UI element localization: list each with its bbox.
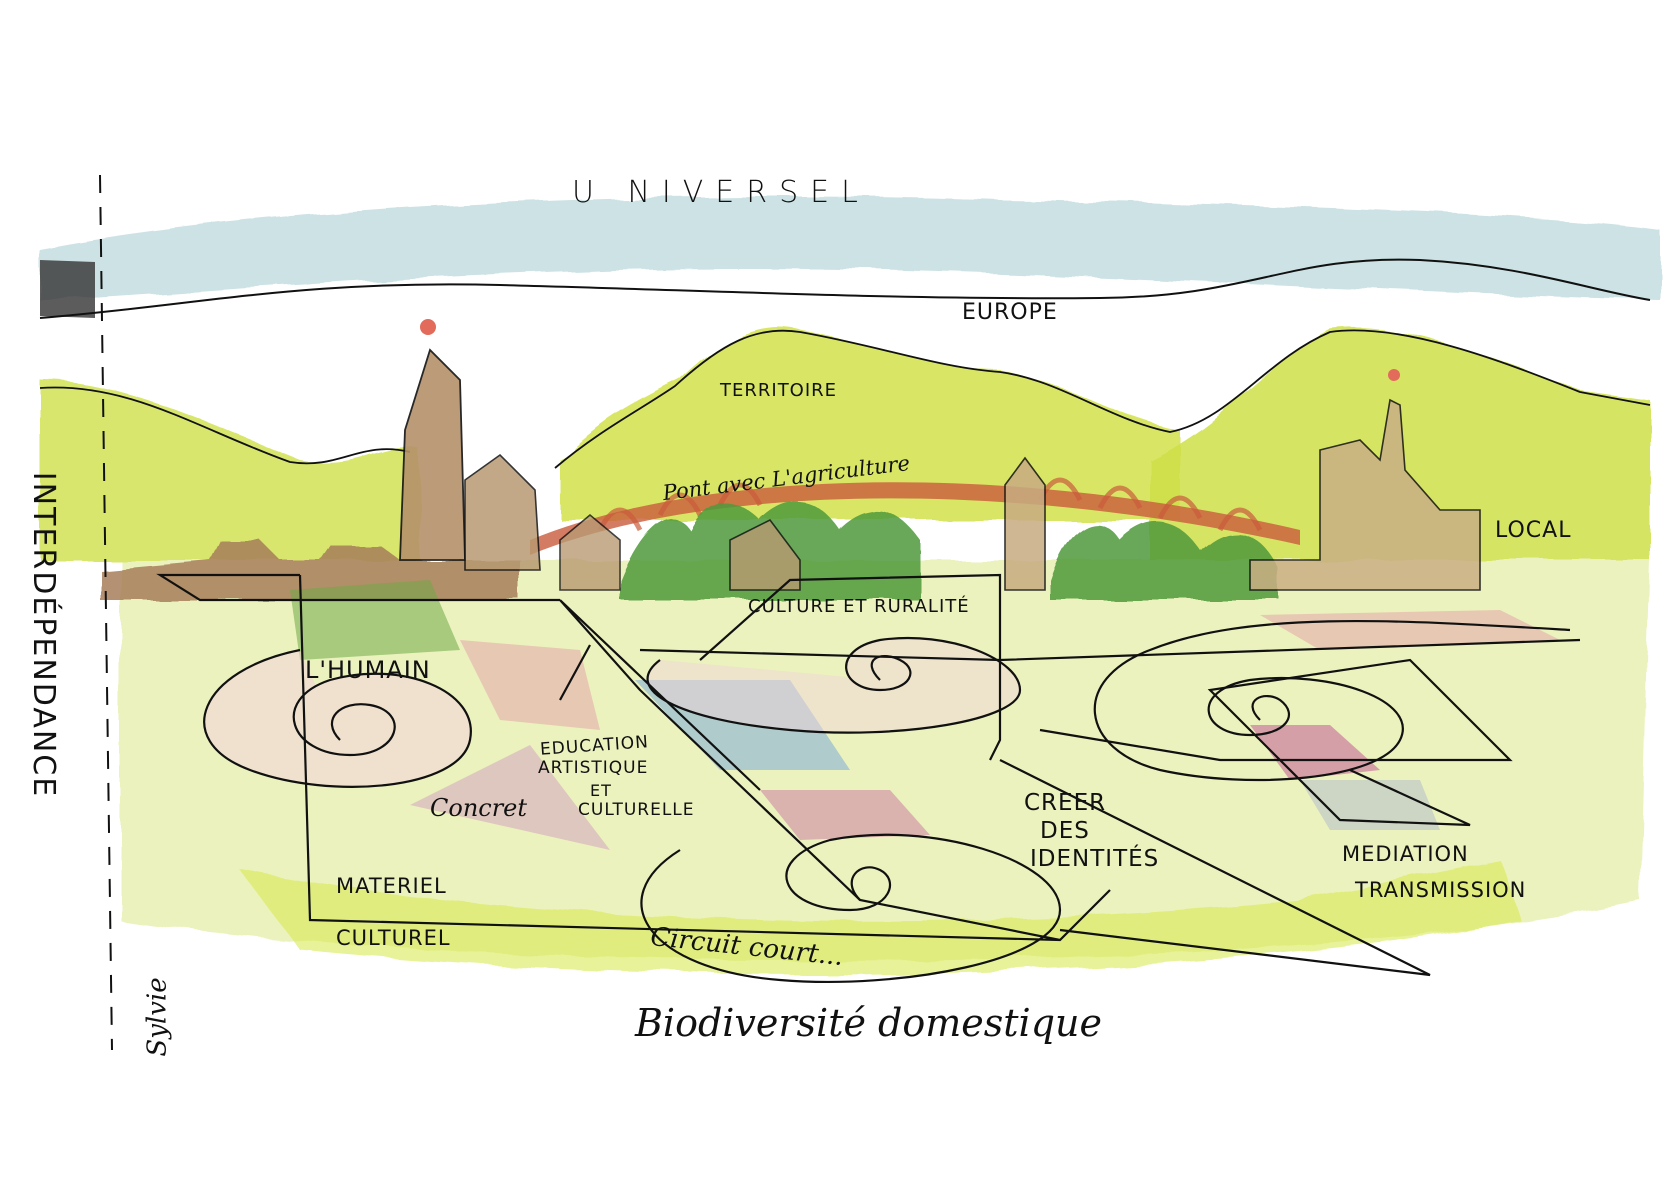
- label-culturel: CULTUREL: [336, 926, 451, 950]
- label-culture-ruralite: CULTURE ET RURALITÉ: [748, 596, 970, 617]
- quad-magenta-center: [760, 790, 930, 840]
- hill-outline: [39, 329, 1651, 469]
- label-concret: Concret: [430, 794, 528, 822]
- spiral-humain: [203, 648, 472, 788]
- spiral-culture: [646, 636, 1022, 734]
- label-biodiversite: Biodiversité domestique: [635, 1001, 1102, 1045]
- label-europe: EUROPE: [962, 300, 1058, 325]
- horizon-line: [39, 258, 1651, 319]
- house-left: [464, 453, 541, 571]
- quad-magenta-right: [1250, 725, 1380, 780]
- tower-left-flag: [420, 319, 436, 335]
- sky-band: [40, 196, 1660, 300]
- label-humain: L'HUMAIN: [305, 656, 431, 684]
- label-creer-3: IDENTITÉS: [1030, 846, 1160, 872]
- artist-signature: Sylvie: [142, 977, 173, 1057]
- quad-grey: [1300, 780, 1440, 830]
- label-education-2: ARTISTIQUE: [538, 758, 649, 778]
- label-creer-1: CREER: [1024, 790, 1107, 816]
- label-education-3: ET: [590, 781, 612, 800]
- label-local: LOCAL: [1495, 518, 1572, 543]
- label-education-4: CULTURELLE: [578, 800, 695, 820]
- label-mediation-1: MEDIATION: [1342, 842, 1469, 866]
- interdependance-axis: [99, 174, 113, 1051]
- label-interdependance: INTERDÉPENDANCE: [26, 471, 62, 799]
- quad-pink-left: [460, 640, 600, 730]
- bridge-arches: [597, 477, 1263, 532]
- tower-left: [399, 348, 466, 561]
- label-materiel: MATERIEL: [336, 874, 447, 898]
- quad-pink-right: [1260, 610, 1560, 650]
- castle-flag: [1388, 369, 1400, 381]
- label-territoire: TERRITOIRE: [720, 380, 838, 401]
- castle-right: [1249, 398, 1481, 591]
- sky-shadow: [40, 260, 95, 318]
- house-center: [559, 513, 801, 591]
- label-creer-2: DES: [1040, 818, 1090, 844]
- quad-green-left: [290, 580, 460, 660]
- label-universel: U NIVERSEL: [572, 175, 870, 210]
- spiral-circuit: [640, 833, 1062, 983]
- ground-bright: [240, 860, 1520, 974]
- frame-lines: [156, 573, 1581, 977]
- tower-center: [1004, 456, 1046, 591]
- hills-back: [40, 380, 420, 560]
- spiral-mediation: [1093, 619, 1571, 782]
- quad-lilac: [410, 745, 610, 850]
- label-mediation-2: TRANSMISSION: [1355, 878, 1527, 902]
